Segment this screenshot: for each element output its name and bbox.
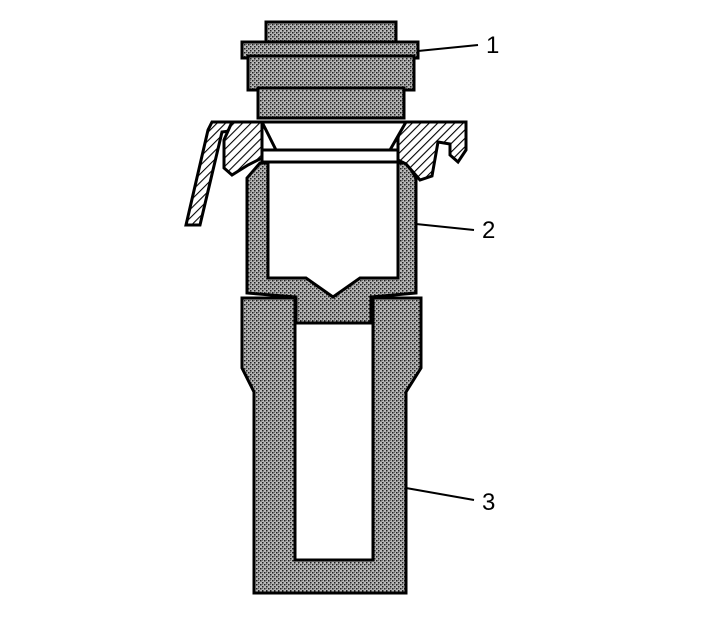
callout-2-leader — [415, 223, 475, 231]
press-body — [246, 54, 416, 92]
seal-ring-base — [260, 148, 400, 164]
press-neck — [256, 86, 406, 120]
callout-3-leader — [405, 487, 475, 501]
callout-label-1: 1 — [486, 32, 499, 59]
left-retainer-ring — [222, 120, 264, 177]
driver-tube-part-3 — [240, 296, 423, 595]
callout-1-leader — [417, 44, 479, 52]
callout-label-2: 2 — [482, 217, 495, 244]
seal-ring — [259, 120, 409, 152]
callout-label-3: 3 — [482, 489, 495, 516]
